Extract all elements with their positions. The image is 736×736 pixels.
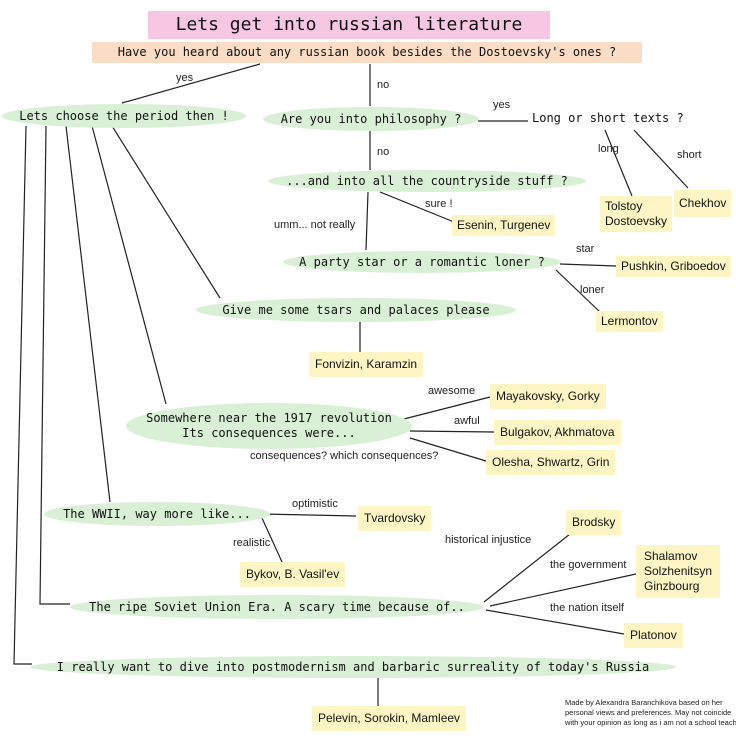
edge-short-line [633,129,689,189]
label-yes-2: yes [493,99,511,111]
answer-fonvizin-karamzin: Fonvizin, Karamzin [309,352,424,377]
label-awesome: awesome [428,385,476,397]
node-wwii: The WWII, way more like... [44,502,270,526]
answer-pushkin-griboedov: Pushkin, Griboedov [616,256,731,277]
answer-bulgakov-akhmatova: Bulgakov, Akhmatova [494,420,621,445]
answer-brodsky: Brodsky [566,510,622,535]
node-soviet: The ripe Soviet Union Era. A scary time … [70,595,484,619]
node-revolution: Somewhere near the 1917 revolution Its c… [126,403,412,449]
credit-line-3: with your opinion as long as i am not a … [565,718,736,727]
edge-long-line [604,129,633,197]
node-length: Long or short texts ? [532,111,684,125]
node-postmodern: I really want to dive into postmodernism… [30,656,676,678]
label-optimistic: optimistic [292,498,338,510]
credit-line-2: personal views and preferences. May not … [565,708,732,717]
answer-shalamov-group: Shalamov Solzhenitsyn Ginzbourg [636,545,721,598]
edge-star-line [559,263,617,267]
label-long: long [598,143,619,155]
label-star: star [576,243,595,255]
label-no-2: no [377,146,390,158]
answer-chekhov: Chekhov [674,190,732,217]
answer-bykov-vasilev: Bykov, B. Vasil'ev [240,562,346,587]
label-yes: yes [176,72,194,84]
branch-soviet [39,125,70,605]
answer-tolstoy-dostoevsky: Tolstoy Dostoevsky [600,196,673,232]
label-umm: umm... not really [274,219,356,231]
node-party: A party star or a romantic loner ? [283,251,561,273]
edge-government-line [489,573,637,607]
edge-nation-line [485,609,625,635]
answer-shalamov: Shalamov [644,549,698,563]
answer-tvardovsky: Tvardovsky [358,506,432,531]
label-short: short [677,149,702,161]
edge-awesome-line [399,396,491,421]
label-loner: loner [580,284,605,296]
edge-realistic-line [261,517,283,563]
start-question: Have you heard about any russian book be… [92,42,642,63]
node-revolution-line1: Somewhere near the 1917 revolution [146,411,392,425]
page-title: Lets get into russian literature [148,11,550,39]
branch-tsars [111,125,221,299]
answer-tolstoy: Tolstoy [605,199,643,213]
label-awful: awful [454,415,480,427]
node-revolution-line2: Its consequences were... [182,426,356,440]
node-period: Lets choose the period then ! [2,104,246,128]
node-philosophy: Are you into philosophy ? [263,107,479,131]
label-sure: sure ! [425,198,453,210]
credit-line-1: Made by Alexandra Baranchikova based on … [565,698,723,707]
branch-postmodern [13,125,32,665]
edge-sure-line [379,191,455,223]
branch-revolution [91,125,167,405]
edge-historical-line [483,533,571,603]
label-no: no [377,79,390,91]
credit-note: Made by Alexandra Baranchikova based on … [565,698,736,728]
edge-optimistic-line [261,513,357,517]
node-countryside: ...and into all the countryside stuff ? [268,170,586,192]
edge-consequences-line [409,437,487,462]
label-consequences: consequences? which consequences? [250,450,439,462]
answer-dostoevsky: Dostoevsky [605,214,668,228]
answer-ginzbourg: Ginzbourg [644,579,700,593]
edge-umm-line [365,191,369,251]
edge-loner-line [555,269,601,313]
answer-solzhenitsyn: Solzhenitsyn [644,564,713,578]
answer-pelevin-sorokin-mamleev: Pelevin, Sorokin, Mamleev [312,706,467,731]
edge-awful-line [409,430,495,433]
node-tsars: Give me some tsars and palaces please [196,298,516,322]
answer-esenin-turgenev: Esenin, Turgenev [452,215,556,236]
label-historical: historical injustice [445,534,532,546]
branch-wwii [65,125,111,503]
answer-mayakovsky-gorky: Mayakovsky, Gorky [490,384,606,409]
answer-lermontov: Lermontov [596,311,663,332]
label-realistic: realistic [233,537,271,549]
answer-olesha-shwartz-grin: Olesha, Shwartz, Grin [486,450,616,475]
edge-yes-line [121,63,261,104]
label-government: the government [550,559,627,571]
answer-platonov: Platonov [624,623,683,648]
label-nation: the nation itself [550,602,624,614]
